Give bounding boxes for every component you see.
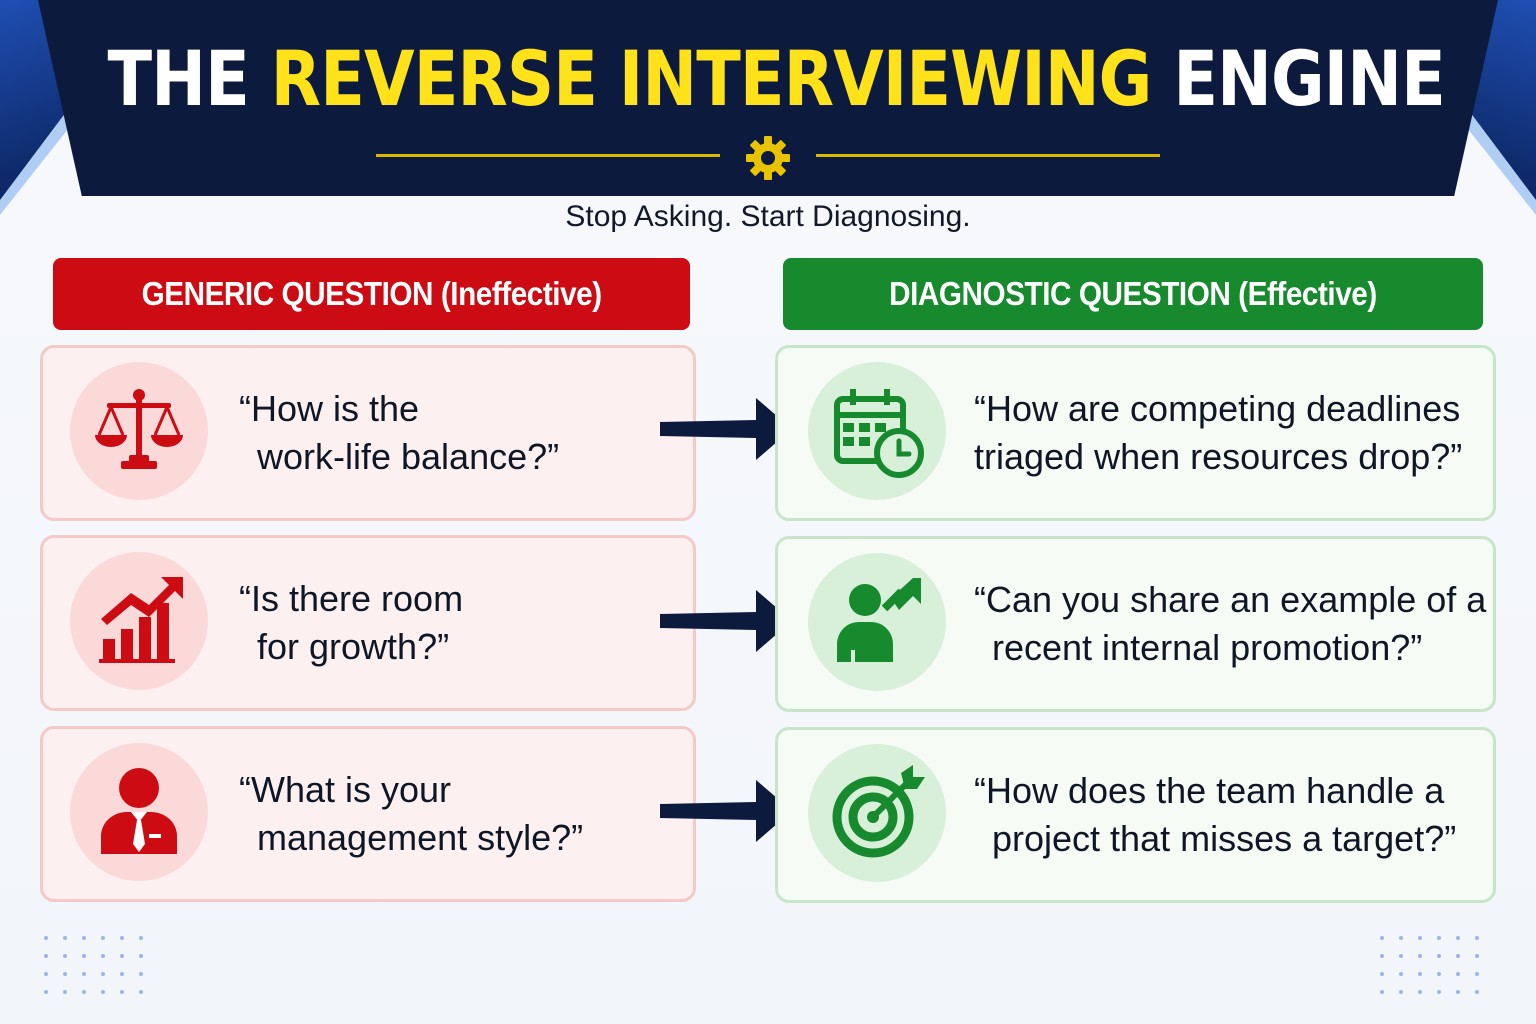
manager-icon — [70, 743, 208, 881]
dot-grid-left — [44, 936, 143, 994]
question-line-1: “What is your — [239, 769, 452, 810]
generic-question-card: “Is there room for growth?” — [40, 535, 696, 711]
generic-question-text: “Is there room for growth?” — [239, 538, 463, 708]
question-line-2: recent internal promotion?” — [992, 627, 1423, 668]
title-divider-right — [816, 154, 1160, 157]
question-line-1: “How does the team handle a — [974, 770, 1445, 811]
question-line-2: project that misses a target?” — [992, 818, 1457, 859]
diagnostic-column-label: DIAGNOSTIC QUESTION (Effective) — [889, 275, 1377, 312]
person-promotion-icon — [808, 553, 946, 691]
target-icon — [808, 744, 946, 882]
question-line-2: for growth?” — [257, 626, 450, 667]
title-divider-left — [376, 154, 720, 157]
dot-grid-right — [1380, 936, 1479, 994]
diagnostic-question-card: “How are competing deadlines triaged whe… — [775, 345, 1496, 521]
title-highlight: REVERSE INTERVIEWING — [270, 34, 1153, 123]
diagnostic-question-card: “Can you share an example of a recent in… — [775, 536, 1496, 712]
title-part2: ENGINE — [1151, 34, 1445, 123]
generic-question-text: “What is your management style?” — [239, 729, 583, 899]
diagnostic-question-text: “How are competing deadlines triaged whe… — [974, 348, 1462, 518]
question-line-2: work-life balance?” — [257, 436, 560, 477]
generic-column-header: GENERIC QUESTION (Ineffective) — [53, 258, 690, 330]
generic-question-card: “What is your management style?” — [40, 726, 696, 902]
gear-icon — [744, 134, 792, 182]
question-line-2: triaged when resources drop?” — [974, 436, 1463, 477]
arrow-right-icon — [660, 590, 792, 652]
question-line-1: “Can you share an example of a — [974, 579, 1487, 620]
title-part1: THE — [107, 34, 271, 123]
scale-icon — [70, 362, 208, 500]
diagnostic-question-text: “Can you share an example of a recent in… — [974, 539, 1486, 709]
growth-chart-icon — [70, 552, 208, 690]
generic-question-text: “How is the work-life balance?” — [239, 348, 559, 518]
arrow-right-icon — [660, 780, 792, 842]
question-line-2: management style?” — [257, 817, 584, 858]
arrow-right-icon — [660, 398, 792, 460]
page-title: THE REVERSE INTERVIEWING ENGINE — [107, 34, 1446, 123]
generic-question-card: “How is the work-life balance?” — [40, 345, 696, 521]
calendar-clock-icon — [808, 362, 946, 500]
page-subtitle: Stop Asking. Start Diagnosing. — [565, 200, 971, 233]
diagnostic-column-header: DIAGNOSTIC QUESTION (Effective) — [783, 258, 1483, 330]
diagnostic-question-card: “How does the team handle a project that… — [775, 727, 1496, 903]
question-line-1: “Is there room — [239, 578, 464, 619]
question-line-1: “How is the — [239, 388, 420, 429]
generic-column-label: GENERIC QUESTION (Ineffective) — [141, 275, 602, 312]
diagnostic-question-text: “How does the team handle a project that… — [974, 730, 1456, 900]
question-line-1: “How are competing deadlines — [974, 388, 1461, 429]
